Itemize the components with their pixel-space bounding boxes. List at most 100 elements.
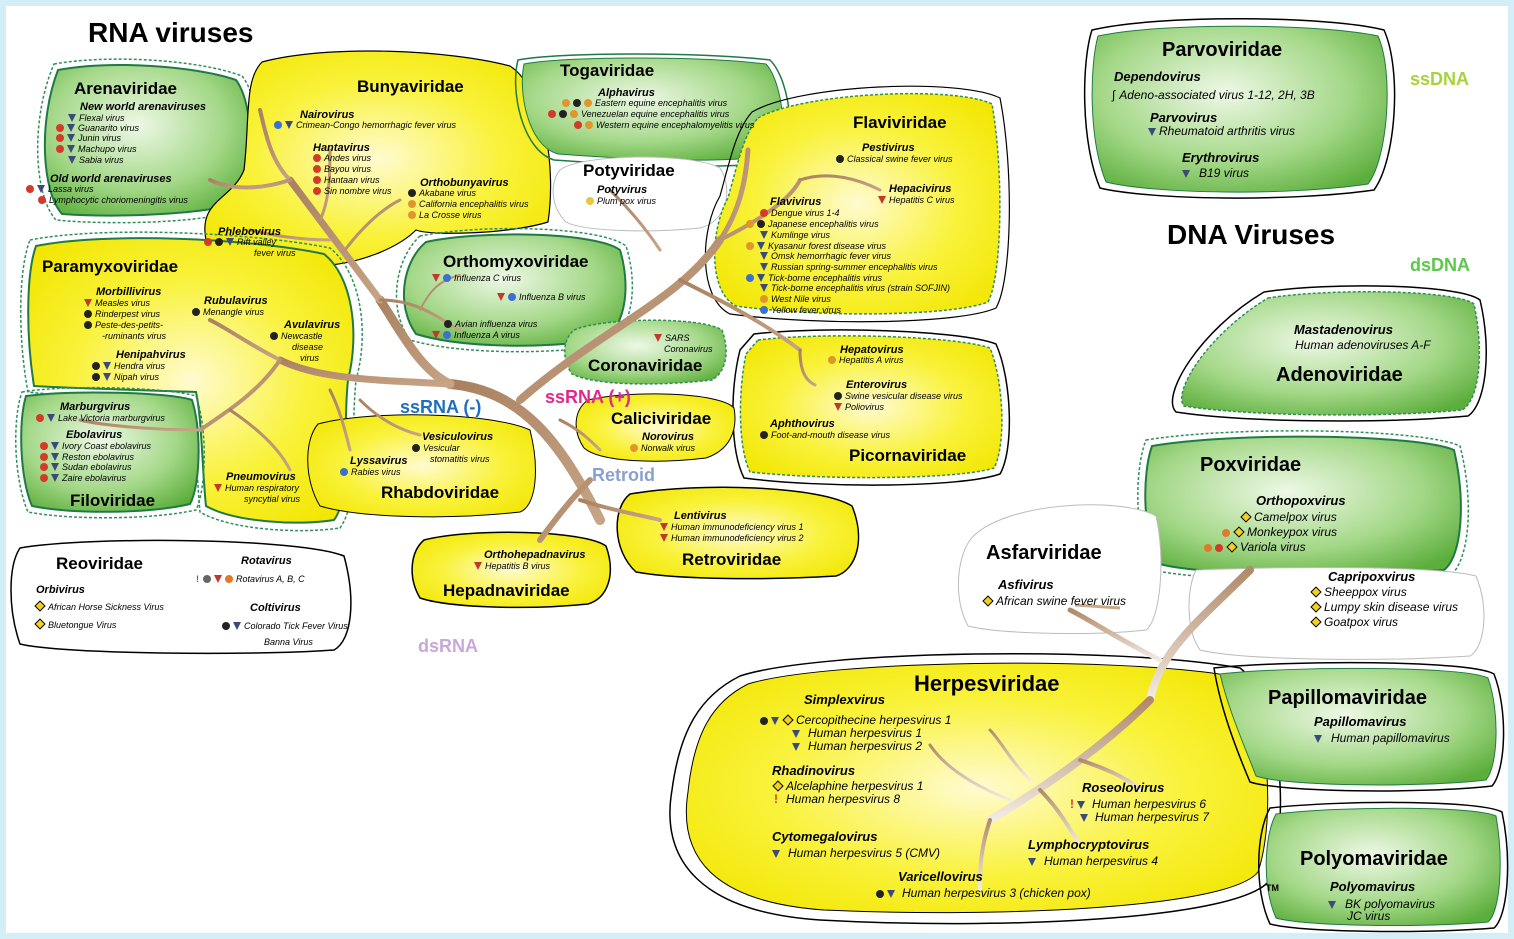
blood-icon	[1148, 128, 1156, 136]
pig-icon	[192, 308, 200, 316]
species-aav: ∫Adeno-associated virus 1-12, 2H, 3B	[1112, 88, 1315, 102]
pig-icon	[834, 392, 842, 400]
species-plum-pox: Plum pox virus	[586, 196, 656, 206]
paramyxoviridae-blob	[27, 237, 355, 524]
species-hantaan: Hantaan virus	[313, 175, 380, 185]
goat-sign-icon	[1310, 616, 1322, 628]
species-banna: Banna Virus	[264, 637, 313, 647]
papillomaviridae-outline	[1213, 661, 1505, 792]
species-lcmv: Lymphocytic choriomeningitis virus	[38, 195, 188, 205]
species-russian: Russian spring-summer encephalitis virus	[760, 262, 938, 272]
warning-icon: !	[774, 792, 778, 806]
blood-icon	[834, 403, 842, 411]
species-hhv7: Human herpesvirus 7	[1080, 811, 1209, 824]
blood-icon	[497, 293, 505, 301]
genus-orthohepadnavirus: Orthohepadnavirus	[484, 549, 586, 561]
species-wee: Western equine encephalomyelitis virus	[574, 120, 754, 130]
biohazard-icon	[38, 196, 46, 204]
biohazard-icon	[56, 134, 64, 142]
blood-icon	[214, 484, 222, 492]
flaviviridae-title: Flaviviridae	[853, 113, 947, 132]
species-zaire: Zaire ebolavirus	[40, 473, 126, 483]
genus-alphavirus: Alphavirus	[598, 87, 655, 99]
trademark-mark: TM	[1266, 883, 1279, 893]
genus-dependovirus: Dependovirus	[1114, 69, 1201, 84]
horse-icon	[573, 99, 581, 107]
species-b19: B19 virus	[1182, 167, 1249, 180]
genus-capripoxvirus: Capripoxvirus	[1328, 569, 1416, 584]
cow-icon	[215, 238, 223, 246]
rhabdoviridae-title: Rhabdoviridae	[381, 483, 500, 502]
species-sheeppox: Sheeppox virus	[1310, 586, 1407, 599]
retroviridae-blob	[616, 486, 860, 580]
species-hav: Hepatitis A virus	[828, 355, 903, 365]
genus-lyssavirus: Lyssavirus	[350, 455, 408, 467]
sheep-sign-icon	[1310, 586, 1322, 598]
filoviridae-blob	[20, 391, 200, 513]
asfarviridae-blob	[958, 504, 1162, 634]
old-world-arenaviruses: Old world arenaviruses	[50, 173, 172, 185]
child-icon	[876, 890, 884, 898]
genus-nairovirus: Nairovirus	[300, 109, 355, 121]
species-sars: SARS	[654, 333, 690, 343]
species-hhv8: !Human herpesvirus 8	[774, 792, 901, 806]
reoviridae-blob	[10, 539, 352, 655]
genus-henipahvirus: Henipahvirus	[116, 349, 186, 361]
caliciviridae-title: Caliciviridae	[611, 409, 712, 428]
togaviridae-title: Togaviridae	[560, 61, 655, 80]
blood-icon	[84, 299, 92, 307]
globe-icon	[508, 293, 516, 301]
blood-icon	[760, 231, 768, 239]
horse-sign-icon	[34, 600, 46, 612]
genus-morbillivirus: Morbillivirus	[96, 286, 162, 298]
globe-icon	[274, 121, 282, 129]
blood-icon	[233, 622, 241, 630]
species-dengue: Dengue virus 1-4	[760, 208, 840, 218]
blood-icon	[51, 474, 59, 482]
warning-icon: !	[1070, 797, 1074, 811]
sheep-sign-icon	[34, 618, 46, 630]
cow-icon	[760, 431, 768, 439]
species-coronavirus: Coronavirus	[664, 344, 713, 354]
species-measles: Measles virus	[84, 298, 150, 308]
species-newcastle-2: disease	[292, 342, 324, 352]
species-hhv1: Human herpesvirus 1	[792, 727, 922, 740]
biohazard-icon	[313, 154, 321, 162]
species-tbe: Tick-borne encephalitis virus	[746, 273, 882, 283]
stomach-icon	[630, 444, 638, 452]
flaviviridae-outline	[704, 85, 1010, 323]
picornaviridae-outline	[732, 329, 1011, 486]
dsrna-label: dsRNA	[418, 636, 479, 656]
pig-icon	[92, 373, 100, 381]
genus-simplexvirus: Simplexvirus	[804, 692, 885, 707]
species-kumlinge: Kumlinge virus	[760, 230, 830, 240]
plant-icon	[586, 197, 594, 205]
dsdna-label: dsDNA	[1410, 255, 1471, 275]
biohazard-icon	[40, 474, 48, 482]
goat-icon	[84, 321, 92, 329]
blood-icon	[103, 362, 111, 370]
species-hbv: Hepatitis B virus	[474, 561, 550, 571]
asfarviridae-title: Asfarviridae	[986, 542, 1102, 564]
blood-icon	[1080, 814, 1088, 822]
paramyxoviridae-title: Paramyxoviridae	[42, 257, 179, 276]
blood-icon	[757, 242, 765, 250]
species-rift-valley: Rift valley	[204, 237, 276, 247]
species-svdv: Swine vesicular disease virus	[834, 391, 963, 401]
picornaviridae-blob	[739, 335, 1003, 479]
herpesviridae-outline	[669, 652, 1282, 925]
blood-icon	[67, 145, 75, 153]
genus-pestivirus: Pestivirus	[862, 142, 915, 154]
blood-icon	[1328, 901, 1336, 909]
blood-icon	[1028, 858, 1036, 866]
blood-icon	[760, 263, 768, 271]
species-rinderpest: Rinderpest virus	[84, 309, 160, 319]
new-world-arenaviruses: New world arenaviruses	[80, 101, 206, 113]
species-rav: Rheumatoid arthritis virus	[1148, 125, 1295, 138]
blood-icon	[47, 414, 55, 422]
camel-sign-icon	[1240, 511, 1252, 523]
species-hiv1: Human immunodeficiency virus 1	[660, 522, 804, 532]
biohazard-icon	[36, 414, 44, 422]
blood-icon	[757, 274, 765, 282]
species-cchf: Crimean-Congo hemorrhagic fever virus	[274, 120, 456, 130]
